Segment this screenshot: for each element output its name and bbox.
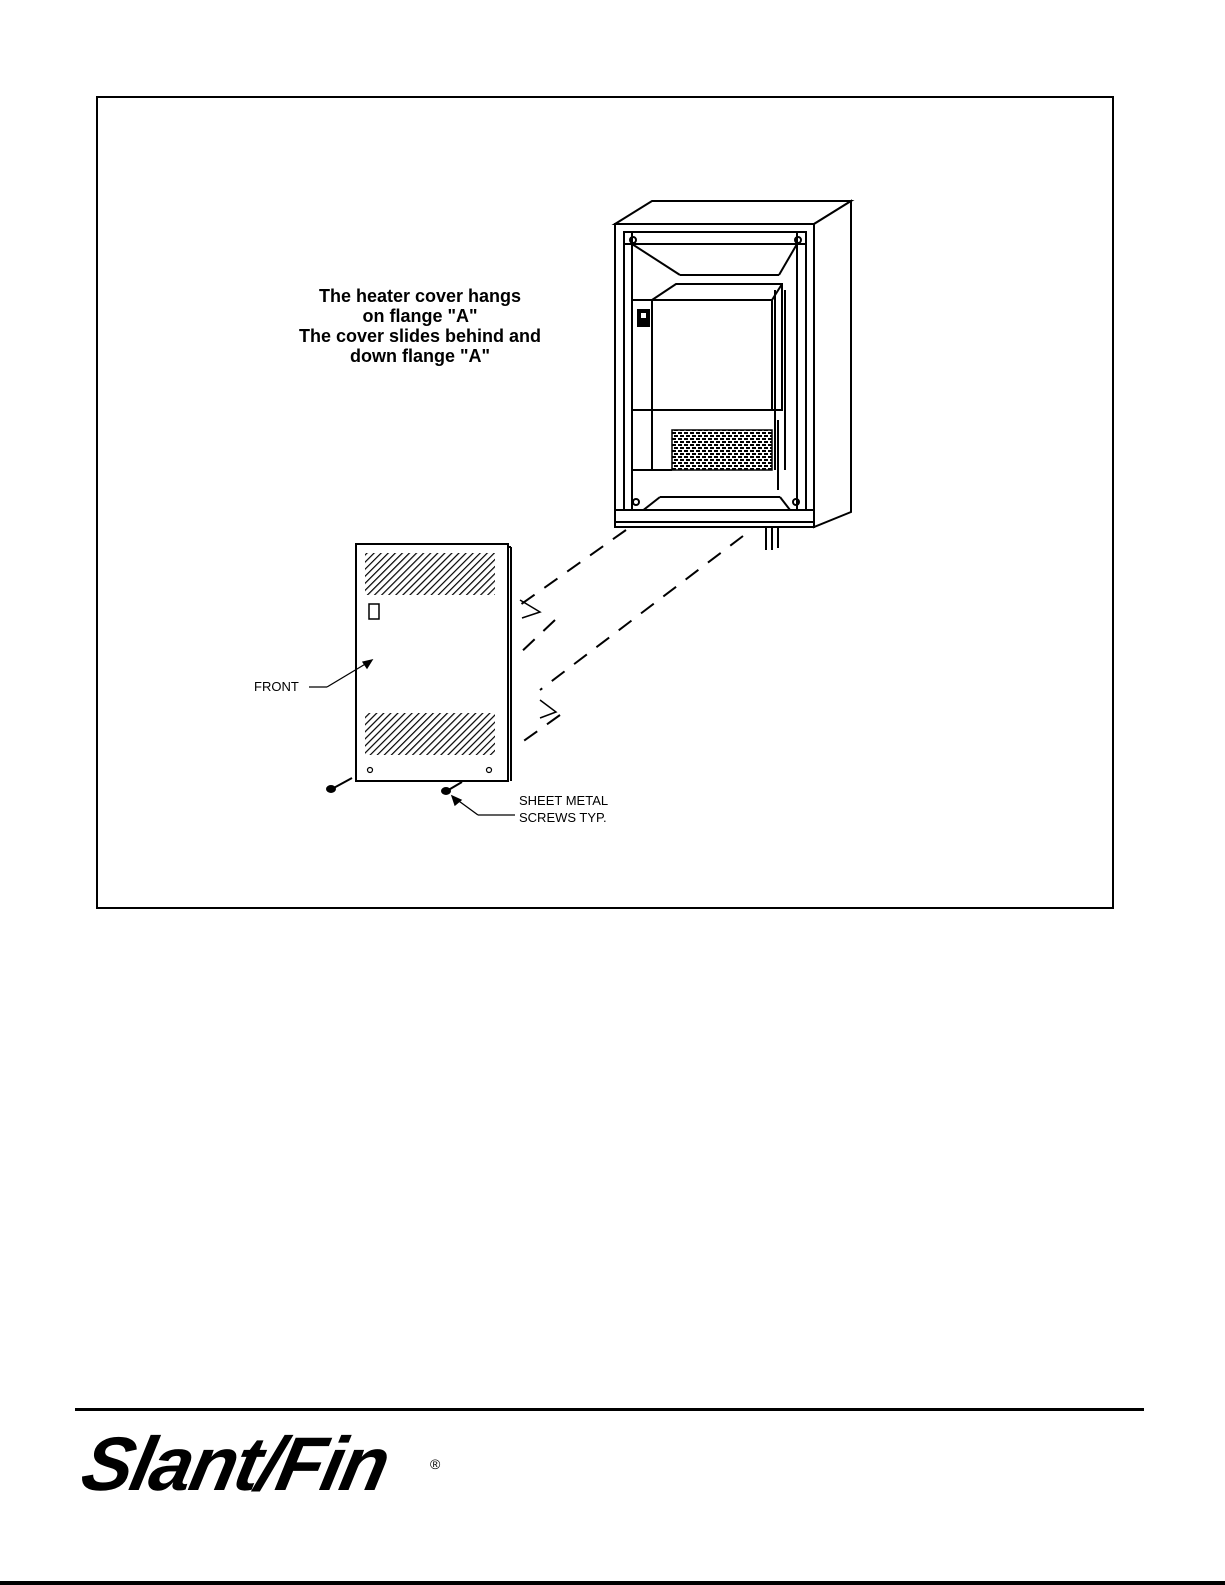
footer-rule	[75, 1408, 1144, 1411]
logo-wordmark: Slant/Fin	[74, 1420, 396, 1510]
front-cover-panel	[356, 544, 511, 781]
screws-label-line1: SHEET METAL	[519, 793, 608, 808]
screws-leader	[452, 796, 515, 815]
screws-label-line2: SCREWS TYP.	[519, 810, 607, 825]
front-label: FRONT	[254, 679, 299, 694]
break-symbols	[520, 600, 556, 718]
alignment-lines	[518, 530, 743, 745]
registered-mark: ®	[430, 1456, 440, 1472]
page-bottom-rule	[0, 1581, 1225, 1585]
heater-cabinet	[615, 201, 851, 550]
